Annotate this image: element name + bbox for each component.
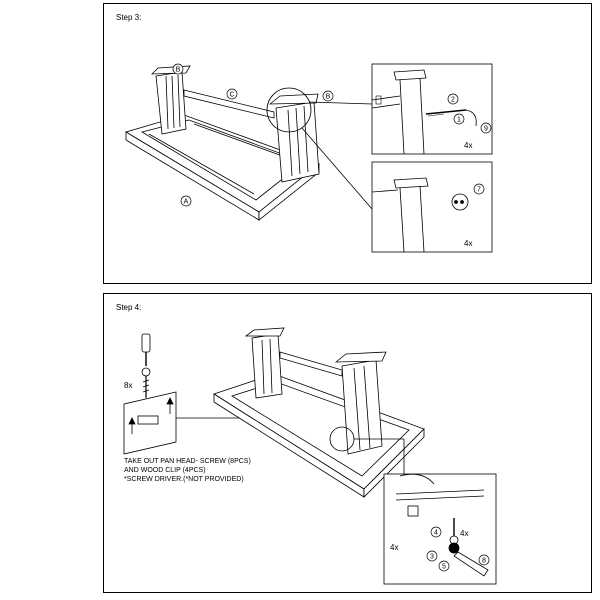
label-item8-circle bbox=[478, 554, 490, 566]
detail-top-count: 4x bbox=[464, 141, 472, 150]
step4-illustration: 8x bbox=[123, 327, 497, 585]
note-line1: TAKE OUT PAN HEAD- SCREW (8PCS) bbox=[124, 458, 251, 465]
step4-title: Step 4: bbox=[116, 303, 142, 312]
label-item9: 9 bbox=[484, 126, 488, 133]
bolt-detail-circle bbox=[451, 193, 469, 211]
label-item5-circle bbox=[438, 560, 450, 572]
label-item7: 7 bbox=[477, 187, 481, 194]
note-line2: AND WOOD CLIP (4PCS) bbox=[124, 467, 206, 474]
label-item3-circle bbox=[426, 550, 438, 562]
wood-clip-detail bbox=[123, 391, 177, 455]
detail-count-left: 4x bbox=[390, 543, 398, 552]
label-item4: 4 bbox=[434, 530, 438, 537]
label-item9-circle bbox=[480, 122, 492, 134]
table-top-A bbox=[125, 114, 320, 221]
tool-count: 8x bbox=[124, 381, 132, 390]
detail-bottom-count: 4x bbox=[464, 239, 472, 248]
label-item8: 8 bbox=[482, 558, 486, 565]
label-A-circle bbox=[180, 195, 192, 207]
step4-panel: Step 4: 8x bbox=[103, 293, 592, 593]
step3-title: Step 3: bbox=[116, 13, 142, 22]
note-line3: *SCREW DRIVER.(*NOT PROVIDED) bbox=[124, 476, 244, 483]
detail-box-top bbox=[371, 63, 493, 155]
detail-count-right: 4x bbox=[460, 529, 468, 538]
label-item3: 3 bbox=[430, 554, 434, 561]
label-item2: 2 bbox=[451, 97, 455, 104]
step3-illustration: B C B A 2 1 9 7 4x 4x bbox=[125, 63, 493, 253]
label-C-circle bbox=[226, 88, 238, 100]
label-A: A bbox=[184, 199, 189, 206]
detail-box-bottom bbox=[371, 161, 493, 253]
label-item5: 5 bbox=[442, 564, 446, 571]
label-item4-circle bbox=[430, 526, 442, 538]
screwdriver-icon bbox=[141, 333, 151, 398]
label-item1-circle bbox=[453, 113, 465, 125]
detail-box-step4 bbox=[383, 473, 497, 585]
step3-panel: Step 3: bbox=[103, 3, 592, 284]
label-B-right: B bbox=[326, 94, 331, 101]
label-item1: 1 bbox=[457, 117, 461, 124]
zoom-circle bbox=[266, 87, 312, 133]
label-B-left: B bbox=[176, 67, 181, 74]
stretcher-C bbox=[183, 89, 275, 119]
label-B-left-circle bbox=[172, 63, 184, 75]
label-C: C bbox=[229, 92, 234, 99]
label-item2-circle bbox=[447, 93, 459, 105]
label-item7-circle bbox=[473, 183, 485, 195]
table-assembly bbox=[213, 327, 425, 498]
assembly-note: TAKE OUT PAN HEAD- SCREW (8PCS) AND WOOD… bbox=[124, 457, 251, 484]
label-B-right-circle bbox=[322, 90, 334, 102]
